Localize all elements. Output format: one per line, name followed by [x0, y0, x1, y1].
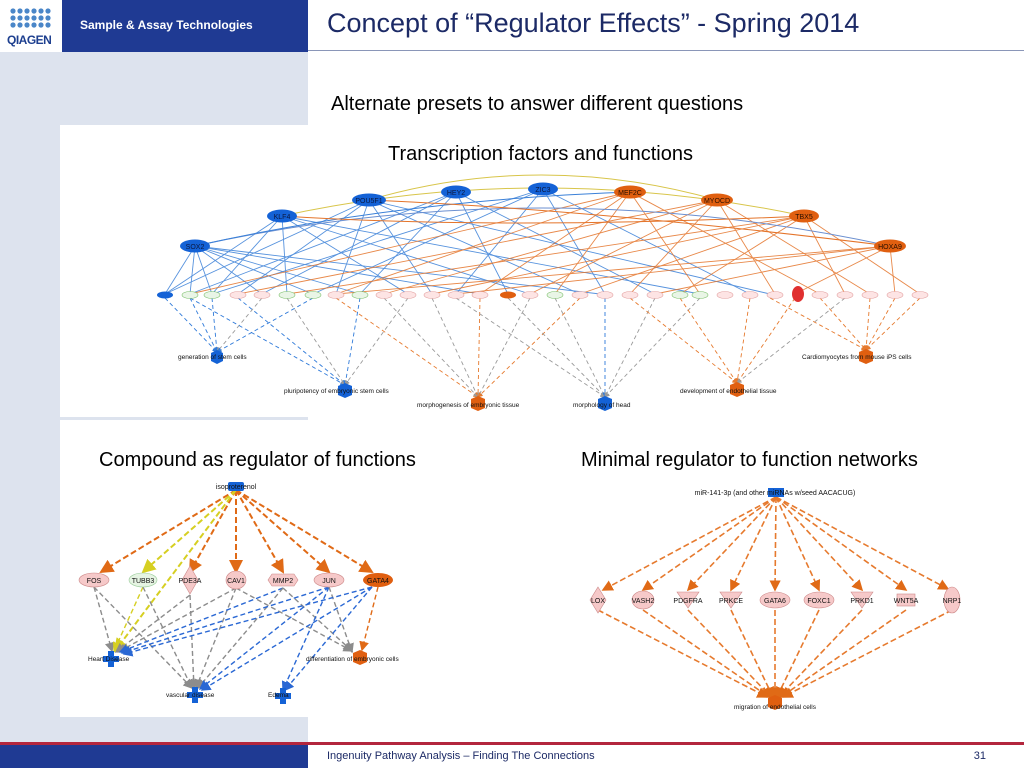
svg-text:FOXC1: FOXC1 — [807, 598, 830, 605]
svg-text:SOX2: SOX2 — [186, 244, 205, 251]
svg-text:morphology of head: morphology of head — [573, 402, 631, 409]
function-morphology-of-head: morphology of head — [573, 396, 631, 411]
target-mmp2: MMP2 — [267, 573, 299, 587]
svg-text:KLF4: KLF4 — [274, 214, 291, 221]
svg-text:isoproterenol: isoproterenol — [216, 484, 257, 491]
node-mef2c: MEF2C — [614, 185, 646, 199]
function-edema: Edema — [268, 688, 291, 704]
target-tubb3: TUBB3 — [128, 572, 158, 588]
svg-text:JUN: JUN — [322, 578, 336, 585]
brand-tagline: Sample & Assay Technologies — [80, 18, 253, 32]
svg-text:differentiation of embryonic c: differentiation of embryonic cells — [306, 656, 399, 663]
svg-text:MEF2C: MEF2C — [618, 190, 642, 197]
svg-text:generation of stem cells: generation of stem cells — [178, 354, 247, 361]
slide-subtitle: Alternate presets to answer different qu… — [331, 93, 744, 115]
target-gene-row — [157, 286, 929, 302]
target-pde3a: PDE3A — [179, 565, 202, 595]
compound-network-diagram: isoproterenol FOS TUBB3 PDE3A CAV1 MMP2 … — [78, 482, 399, 704]
svg-text:Heart Disease: Heart Disease — [88, 656, 130, 663]
compound-isoproterenol: isoproterenol — [216, 482, 257, 491]
target-lox: LOX — [589, 586, 607, 614]
header-divider — [308, 50, 1024, 51]
node-hey2: HEY2 — [441, 185, 471, 199]
target-gata4: GATA4 — [363, 573, 393, 587]
function-generation-of-stem-cells: generation of stem cells — [178, 350, 247, 364]
function-heart-disease: Heart Disease — [88, 651, 130, 667]
target-jun: JUN — [313, 572, 345, 588]
function-morphogenesis: morphogenesis of embryonic tissue — [417, 396, 520, 411]
svg-text:LOX: LOX — [591, 598, 605, 605]
page-number: 31 — [973, 750, 986, 762]
svg-text:morphogenesis of embryonic tis: morphogenesis of embryonic tissue — [417, 402, 520, 409]
node-sox2: SOX2 — [180, 239, 210, 253]
svg-text:Edema: Edema — [268, 692, 289, 699]
function-pluripotency: pluripotency of embryonic stem cells — [284, 383, 390, 398]
node-hoxa9: HOXA9 — [874, 239, 906, 253]
svg-text:TBX5: TBX5 — [795, 214, 813, 221]
function-migration-endothelial-cells: migration of endothelial cells — [734, 695, 817, 711]
svg-text:GATA4: GATA4 — [367, 578, 389, 585]
function-cardiomyocytes: Cardiomyocytes from mouse iPS cells — [802, 349, 912, 364]
svg-text:Cardiomyocytes from mouse iPS: Cardiomyocytes from mouse iPS cells — [802, 354, 912, 361]
svg-text:PDGFRA: PDGFRA — [673, 598, 703, 605]
footer-text: Ingenuity Pathway Analysis – Finding The… — [327, 750, 595, 762]
svg-text:MMP2: MMP2 — [273, 578, 293, 585]
footer-brand-block — [0, 745, 308, 768]
function-differentiation-embryonic-cells: differentiation of embryonic cells — [306, 650, 399, 665]
svg-text:PRKD1: PRKD1 — [850, 598, 873, 605]
function-endothelial-development: development of endothelial tissue — [680, 382, 777, 397]
svg-text:VASH2: VASH2 — [632, 598, 655, 605]
svg-text:TUBB3: TUBB3 — [132, 578, 155, 585]
mirna-regulator: miR-141-3p (and other miRNAs w/seed AACA… — [695, 488, 856, 497]
minimal-network-diagram: miR-141-3p (and other miRNAs w/seed AACA… — [589, 488, 962, 711]
svg-text:CAV1: CAV1 — [227, 578, 245, 585]
svg-text:migration of endothelial cells: migration of endothelial cells — [734, 704, 817, 711]
svg-text:WNT5A: WNT5A — [894, 598, 919, 605]
svg-text:PDE3A: PDE3A — [179, 578, 202, 585]
node-klf4: KLF4 — [267, 209, 297, 223]
tf-panel-label: Transcription factors and functions — [388, 143, 693, 165]
target-pdgfra: PDGFRA — [673, 591, 703, 609]
minimal-panel-label: Minimal regulator to function networks — [581, 449, 918, 471]
tf-network-diagram: SOX2 KLF4 POU5F1 HEY2 ZIC3 MEF2C — [157, 174, 929, 411]
target-vash2: VASH2 — [631, 590, 655, 610]
footer-accent-line — [0, 742, 1024, 745]
brand-band: Sample & Assay Technologies — [62, 0, 308, 52]
node-zic3: ZIC3 — [528, 182, 558, 196]
target-nrp1: NRP1 — [943, 586, 962, 614]
target-fos: FOS — [78, 572, 110, 588]
svg-text:FOS: FOS — [87, 578, 102, 585]
svg-text:vascular disease: vascular disease — [166, 692, 215, 699]
svg-text:pluripotency of embryonic stem: pluripotency of embryonic stem cells — [284, 388, 390, 395]
node-myocd: MYOCD — [701, 193, 733, 207]
target-wnt5a: WNT5A — [894, 593, 919, 607]
target-prkd1: PRKD1 — [850, 591, 874, 609]
svg-text:ZIC3: ZIC3 — [535, 187, 550, 194]
svg-text:POU5F1: POU5F1 — [355, 198, 382, 205]
qiagen-logo: QIAGEN — [0, 0, 62, 52]
tf-network-panel: SOX2 KLF4 POU5F1 HEY2 ZIC3 MEF2C — [60, 125, 1024, 417]
target-foxc1: FOXC1 — [803, 591, 835, 609]
target-cav1: CAV1 — [225, 570, 247, 590]
slide-title: Concept of “Regulator Effects” - Spring … — [327, 8, 860, 38]
node-tbx5: TBX5 — [789, 209, 819, 223]
svg-text:HEY2: HEY2 — [447, 190, 465, 197]
svg-text:HOXA9: HOXA9 — [878, 244, 902, 251]
compound-panel-label: Compound as regulator of functions — [99, 449, 416, 471]
svg-text:PRKCE: PRKCE — [719, 598, 743, 605]
target-gata6: GATA6 — [759, 591, 791, 609]
target-prkce: PRKCE — [719, 591, 743, 609]
svg-text:NRP1: NRP1 — [943, 598, 962, 605]
svg-text:development of endothelial tis: development of endothelial tissue — [680, 388, 777, 395]
logo-dots-icon — [10, 8, 51, 28]
node-pou5f1: POU5F1 — [352, 193, 386, 207]
svg-text:miR-141-3p (and other miRNAs w: miR-141-3p (and other miRNAs w/seed AACA… — [695, 490, 856, 497]
svg-text:GATA6: GATA6 — [764, 598, 786, 605]
svg-text:MYOCD: MYOCD — [704, 198, 730, 205]
function-vascular-disease: vascular disease — [166, 687, 215, 703]
logo-text: QIAGEN — [7, 33, 52, 47]
